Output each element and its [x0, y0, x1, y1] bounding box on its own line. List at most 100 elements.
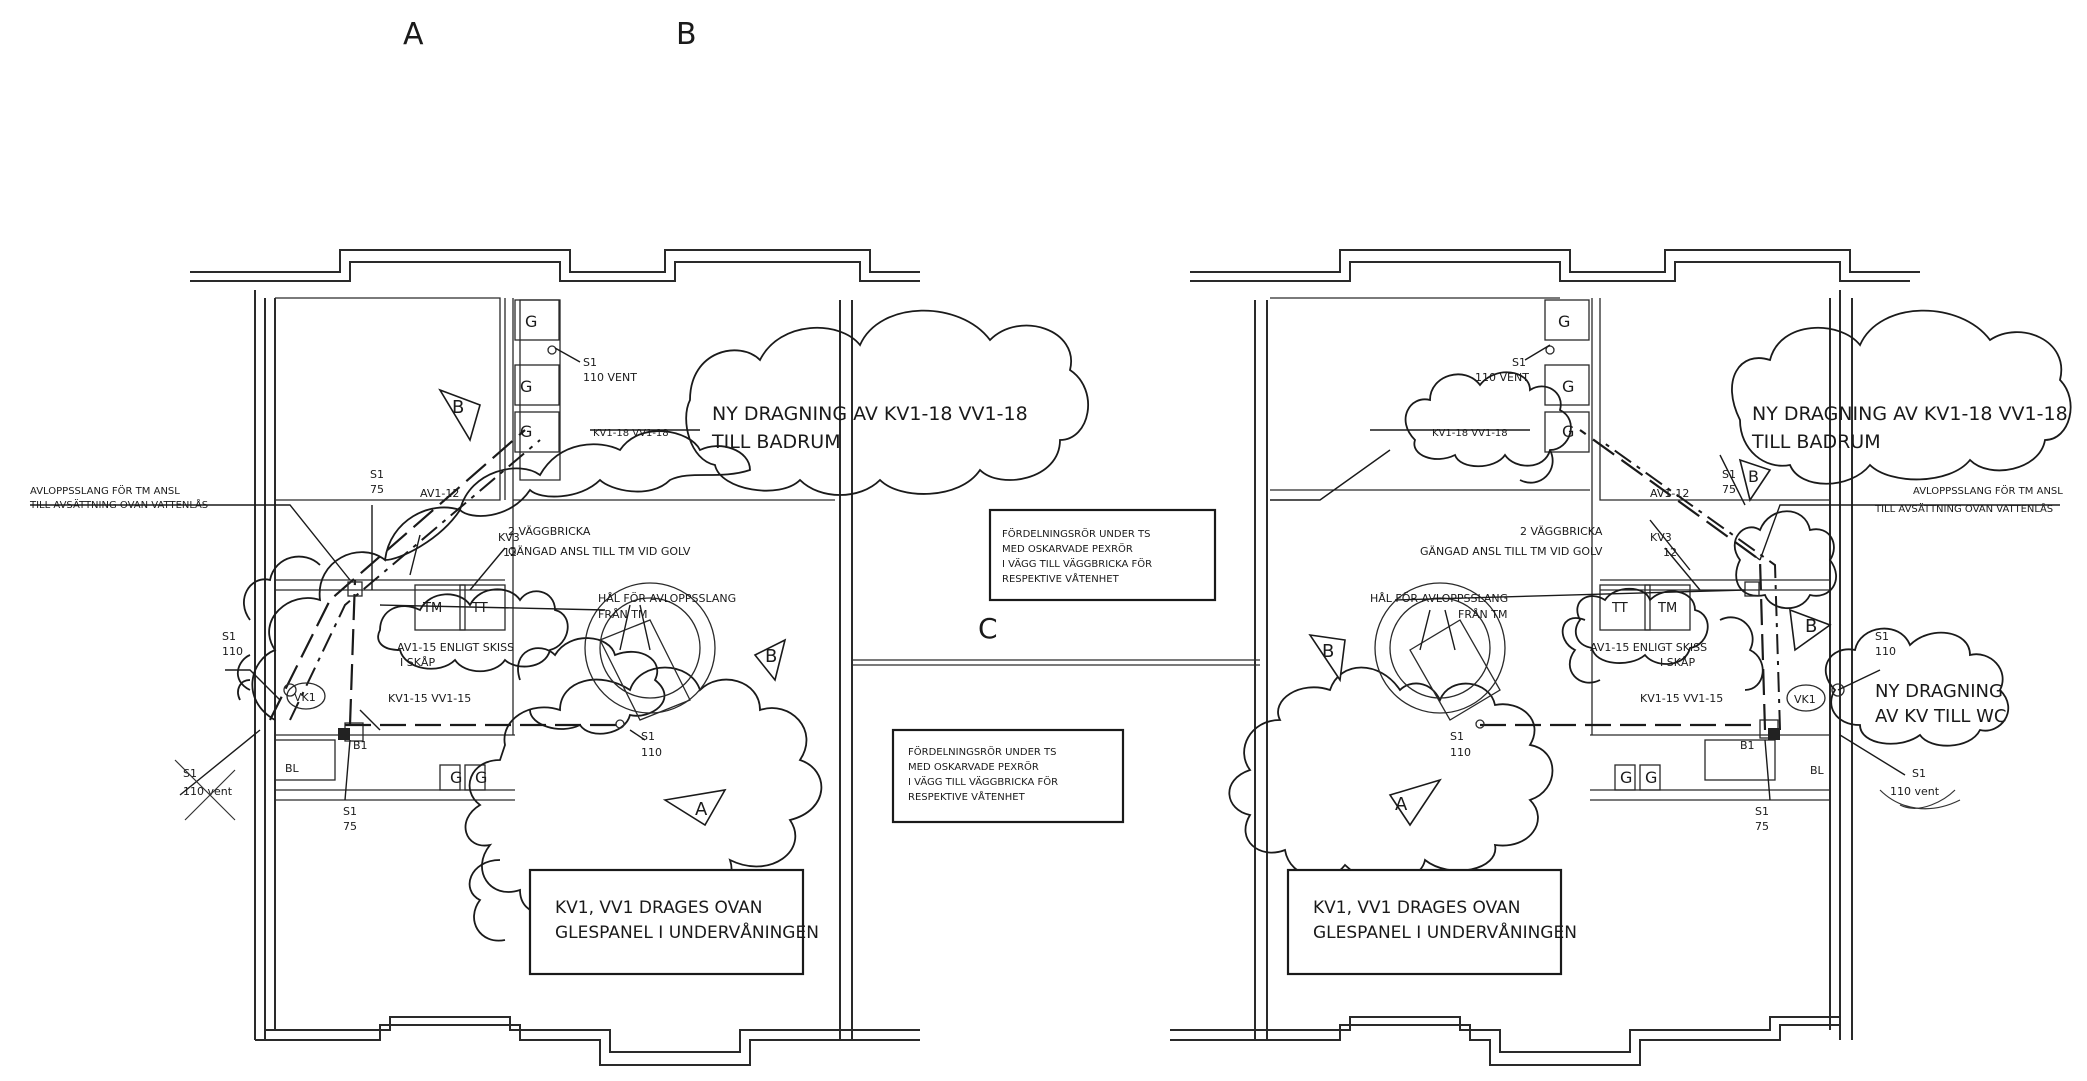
right-s1-75-top-2: 75: [1722, 483, 1736, 496]
right-av1-15-2: I SKÅP: [1660, 656, 1695, 669]
left-s1-75-bottom-1: S1: [343, 805, 357, 818]
right-tt: TT: [1611, 601, 1628, 616]
left-note-box-kv1: [528, 868, 805, 976]
right-note-box-kv1: [1286, 868, 1563, 976]
lower-note-4: RESPEKTIVE VÅTENHET: [908, 790, 1026, 803]
right-hal-1: HÅL FÖR AVLOPPSSLANG: [1370, 592, 1508, 605]
right-cloud-wc-1: NY DRAGNING: [1875, 681, 2003, 702]
right-hal-2: FRÅN TM: [1458, 608, 1507, 621]
lower-note-3: I VÄGG TILL VÄGGBRICKA FÖR: [908, 775, 1058, 788]
right-tm: TM: [1657, 601, 1677, 616]
right-kv-vv-tag: KV1-18 VV1-18: [1432, 428, 1508, 439]
left-s1-75-top-1: S1: [370, 468, 384, 481]
note-box-upper: [988, 508, 1217, 602]
left-hal-2: FRÅN TM: [598, 608, 647, 621]
right-av1-12: AV1-12: [1650, 487, 1689, 500]
left-s1-vent-2: 110 VENT: [583, 371, 637, 384]
left-hal-1: HÅL FÖR AVLOPPSSLANG: [598, 592, 736, 605]
lower-note-1: FÖRDELNINGSRÖR UNDER TS: [908, 745, 1057, 758]
right-vaggbricka-1: 2 VÄGGBRICKA: [1520, 525, 1603, 538]
left-av1-15-2: I SKÅP: [400, 656, 435, 669]
left-tm: TM: [422, 601, 442, 616]
left-kv1-15: KV1-15 VV1-15: [388, 692, 471, 705]
left-g-5: G: [475, 768, 487, 787]
left-note-avlopp-1: AVLOPPSSLANG FÖR TM ANSL: [30, 484, 180, 497]
right-s1-110-center-1: S1: [1450, 730, 1464, 743]
left-tag-b-1: B: [452, 397, 464, 418]
left-s1-110vent-2: 110 vent: [183, 785, 233, 798]
grid-label-a: A: [403, 17, 424, 52]
left-av1-15-1: AV1-15 ENLIGT SKISS: [397, 641, 514, 654]
left-s1-75-top-2: 75: [370, 483, 384, 496]
left-s1-110-center-1: S1: [641, 730, 655, 743]
note-box-lower: [891, 728, 1125, 824]
right-b1: B1: [1740, 739, 1755, 752]
middle-notes: FÖRDELNINGSRÖR UNDER TS MED OSKARVADE PE…: [891, 508, 1217, 824]
right-g-5: G: [1645, 768, 1657, 787]
left-g-3: G: [520, 422, 532, 441]
left-tt: TT: [471, 601, 488, 616]
right-kv3-2: 12: [1663, 546, 1677, 559]
right-bl: BL: [1810, 764, 1825, 777]
right-g-2: G: [1562, 377, 1574, 396]
right-g-1: G: [1558, 312, 1570, 331]
right-vk1: VK1: [1794, 693, 1816, 706]
upper-note-3: I VÄGG TILL VÄGGBRICKA FÖR: [1002, 557, 1152, 570]
left-bl: BL: [285, 762, 300, 775]
lower-note-2: MED OSKARVADE PEXRÖR: [908, 760, 1039, 773]
left-g-2: G: [520, 377, 532, 396]
right-s1-75-bottom-1: S1: [1755, 805, 1769, 818]
left-s1-110-1: S1: [222, 630, 236, 643]
right-av1-15-1: AV1-15 ENLIGT SKISS: [1590, 641, 1707, 654]
right-tag-a: A: [1395, 794, 1408, 815]
right-tag-b-3: B: [1748, 467, 1759, 486]
left-box-line-1: KV1, VV1 DRAGES OVAN: [555, 898, 763, 918]
right-cloud-line-1: NY DRAGNING AV KV1-18 VV1-18: [1752, 403, 2068, 425]
left-vk1: VK1: [294, 691, 316, 704]
right-s1-75-bottom-2: 75: [1755, 820, 1769, 833]
right-s1-110vent-2: 110 vent: [1890, 785, 1940, 798]
left-s1-75-bottom-2: 75: [343, 820, 357, 833]
left-box-line-2: GLESPANEL I UNDERVÅNINGEN: [555, 921, 819, 943]
right-note-avlopp-1: AVLOPPSSLANG FÖR TM ANSL: [1913, 484, 2063, 497]
upper-note-1: FÖRDELNINGSRÖR UNDER TS: [1002, 527, 1151, 540]
right-cloud-line-2: TILL BADRUM: [1751, 431, 1881, 453]
right-g-4: G: [1620, 768, 1632, 787]
right-s1-110vent-1: S1: [1912, 767, 1926, 780]
right-s1-110-center-2: 110: [1450, 746, 1471, 759]
left-s1-110vent-1: S1: [183, 767, 197, 780]
right-tag-b-1: B: [1322, 641, 1334, 662]
left-b1: B1: [353, 739, 368, 752]
left-g-4: G: [450, 768, 462, 787]
left-cloud-line-1: NY DRAGNING AV KV1-18 VV1-18: [712, 403, 1028, 425]
left-floor-plan: B B A KV1, VV1 DRAGES OVAN GLESPANEL I U…: [29, 249, 1260, 1066]
left-vaggbricka-1: 2 VÄGGBRICKA: [508, 525, 591, 538]
right-s1-75-top-1: S1: [1722, 468, 1736, 481]
left-s1-110-2: 110: [222, 645, 243, 658]
left-note-avlopp-2: TILL AVSÄTTNING OVAN VATTENLÅS: [29, 498, 208, 511]
right-box-line-2: GLESPANEL I UNDERVÅNINGEN: [1313, 921, 1577, 943]
left-kv3-1: KV3: [498, 531, 520, 544]
left-g-1: G: [525, 312, 537, 331]
left-vaggbricka-2: GÄNGAD ANSL TILL TM VID GOLV: [508, 545, 691, 558]
upper-note-2: MED OSKARVADE PEXRÖR: [1002, 542, 1133, 555]
right-floor-plan: B B B A KV1, VV1 DRAGES OVAN GLESPANEL I…: [1170, 249, 2072, 1066]
upper-note-4: RESPEKTIVE VÅTENHET: [1002, 572, 1120, 585]
right-note-avlopp-2: TILL AVSÄTTNING OVAN VATTENLÅS: [1874, 502, 2053, 515]
right-s1-110-1: S1: [1875, 630, 1889, 643]
right-s1-110-2: 110: [1875, 645, 1896, 658]
right-kv3-1: KV3: [1650, 531, 1672, 544]
right-kv1-15: KV1-15 VV1-15: [1640, 692, 1723, 705]
grid-label-b: B: [676, 17, 697, 52]
left-tag-a: A: [695, 799, 708, 820]
left-kv-vv-tag: KV1-18 VV1-18: [593, 428, 669, 439]
left-cloud-line-2: TILL BADRUM: [711, 431, 841, 453]
left-s1-110-center-2: 110: [641, 746, 662, 759]
right-cloud-wc-2: AV KV TILL WC: [1875, 706, 2006, 727]
right-tag-b-2: B: [1805, 616, 1817, 637]
right-box-line-1: KV1, VV1 DRAGES OVAN: [1313, 898, 1521, 918]
right-s1-vent-2: 110 VENT: [1475, 371, 1529, 384]
left-av1-12: AV1-12: [420, 487, 459, 500]
grid-label-c: C: [978, 612, 998, 645]
